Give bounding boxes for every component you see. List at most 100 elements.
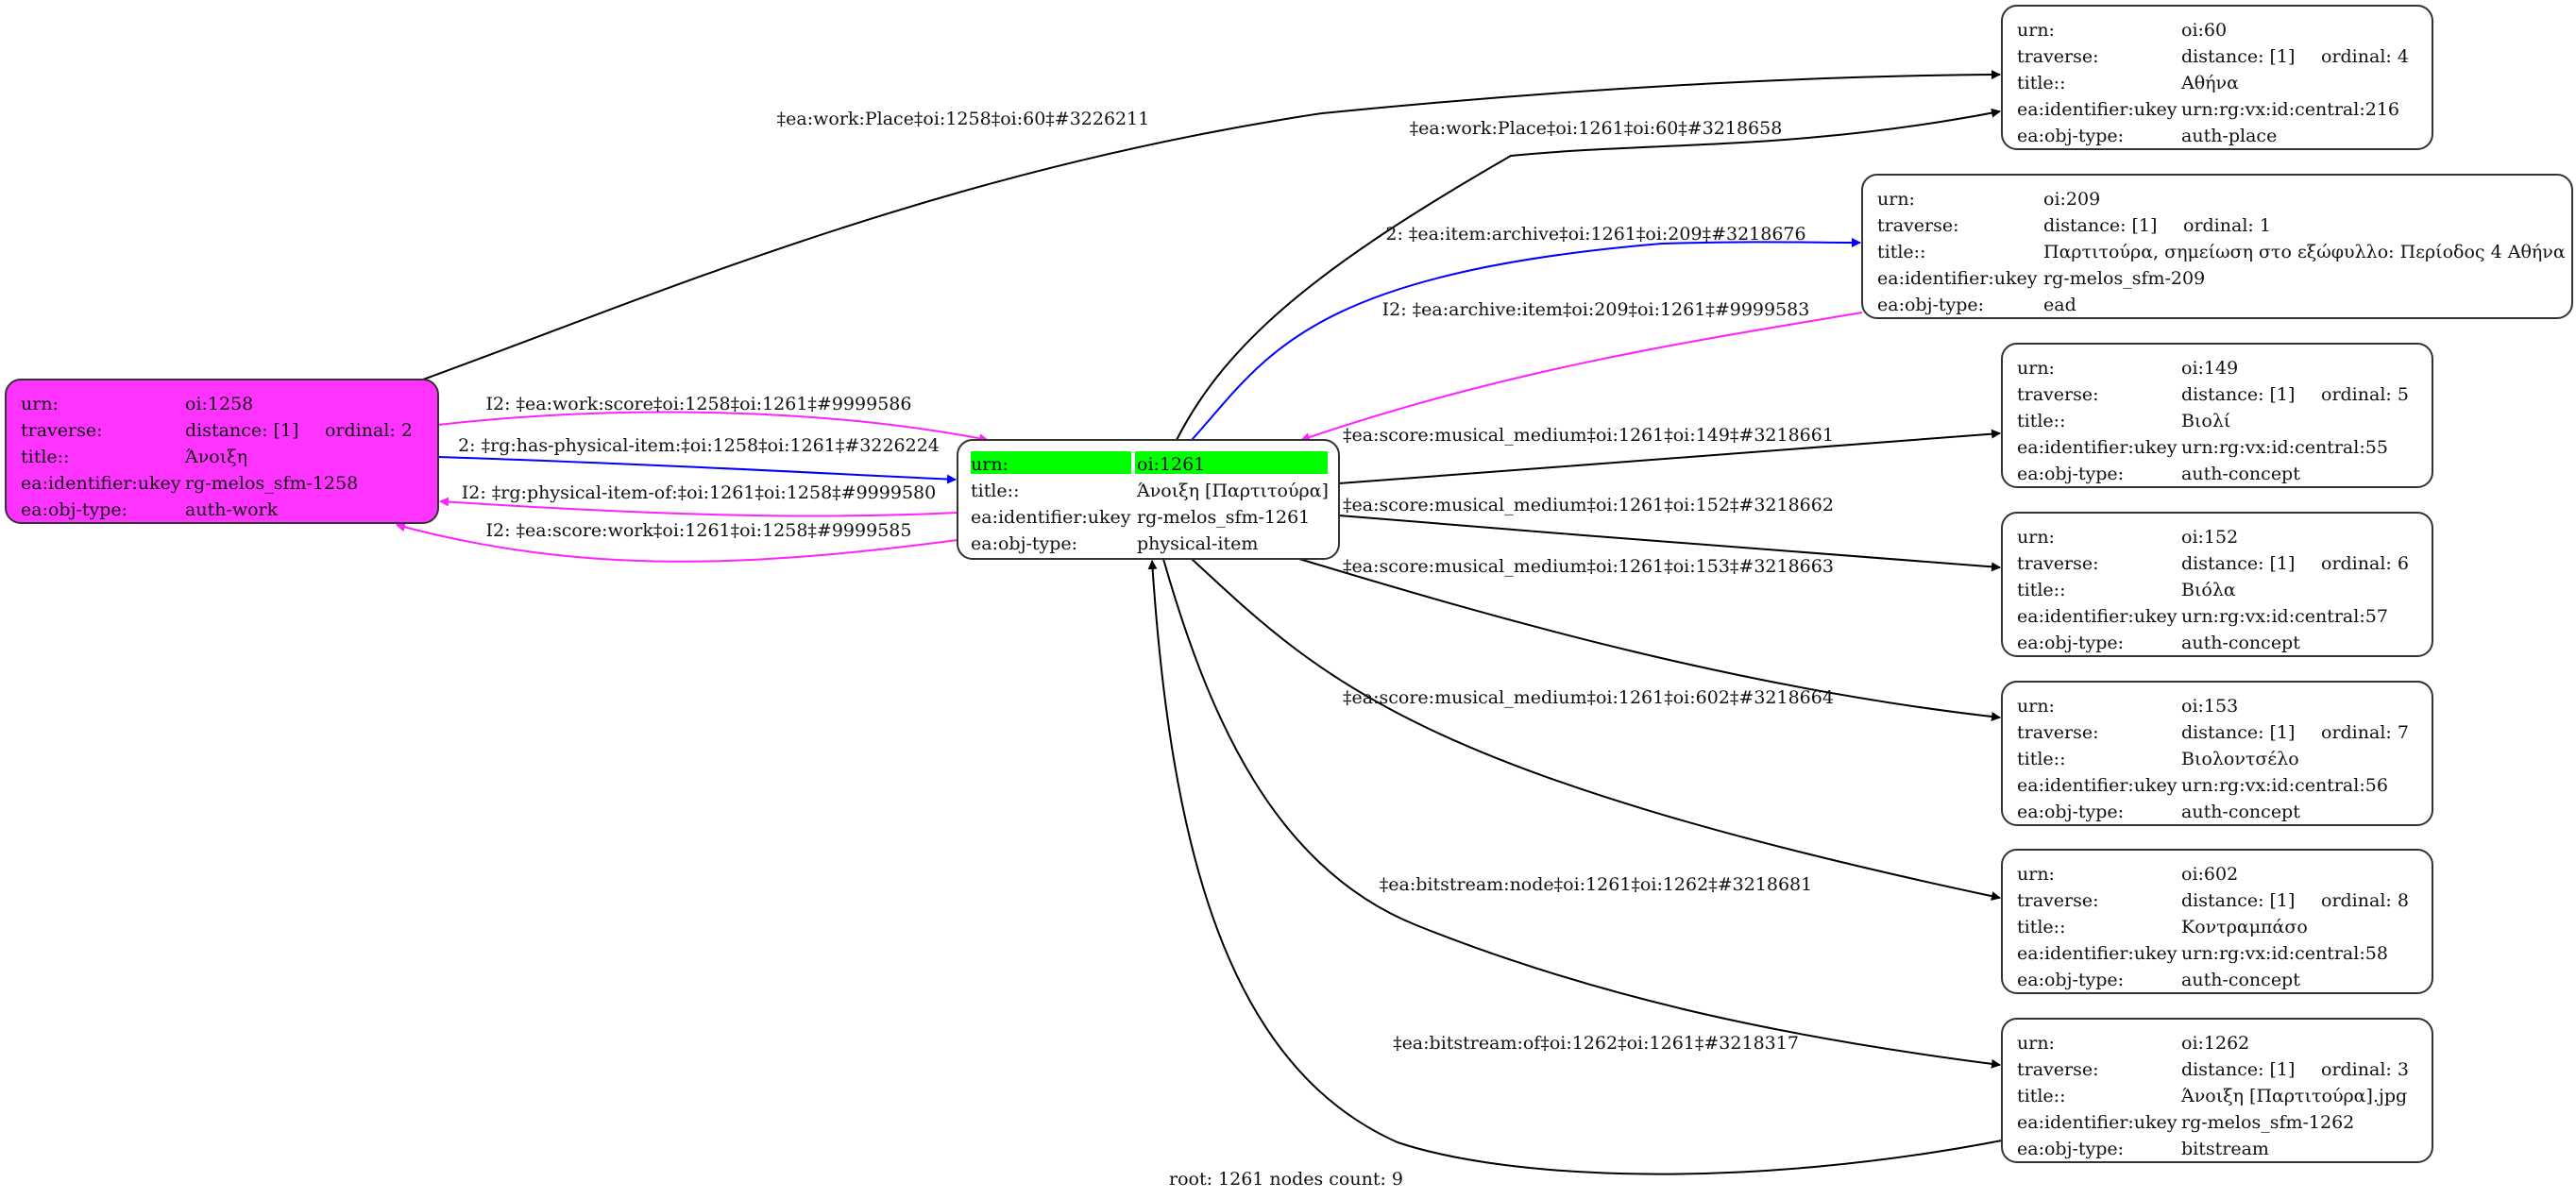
node-field-key: title:: — [2017, 411, 2065, 431]
edge-e3218663[interactable] — [1298, 558, 2001, 721]
node-field-key: ea:identifier:ukey — [2017, 943, 2178, 964]
node-field-key: urn: — [2017, 864, 2055, 885]
node-field-extra: ordinal: 8 — [2321, 890, 2409, 911]
node-field-key: title:: — [2017, 917, 2065, 937]
node-box — [1861, 174, 2573, 319]
edge-e9999583[interactable] — [1300, 312, 1863, 442]
node-field-value: Βιολοντσέλο — [2181, 749, 2299, 769]
edge-label: I2: ‡ea:score:work‡oi:1261‡oi:1258‡#9999… — [486, 520, 912, 541]
edge-e3218664[interactable] — [1191, 558, 2001, 902]
node-field-key: traverse: — [2017, 1059, 2099, 1080]
node-field-key: urn: — [2017, 358, 2055, 379]
node-field-key: traverse: — [2017, 384, 2099, 405]
node-field-key: title:: — [971, 481, 1019, 501]
root-highlight-value — [1135, 451, 1328, 474]
node-field-value: Παρτιτούρα, σημείωση στο εξώφυλλο: Περίο… — [2043, 242, 2566, 262]
node-field-value: urn:rg:vx:id:central:56 — [2181, 775, 2388, 796]
edge-label: I2: ‡ea:work:score‡oi:1258‡oi:1261‡#9999… — [486, 394, 912, 414]
node-field-value: oi:1262 — [2181, 1033, 2249, 1054]
edge-e3218658[interactable] — [1176, 108, 2001, 441]
edge-e3226211[interactable] — [422, 70, 2001, 380]
node-field-key: urn: — [2017, 527, 2055, 548]
edge-e3218681[interactable] — [1162, 558, 2001, 1069]
node-field-key: traverse: — [2017, 722, 2099, 743]
node-field-key: traverse: — [1877, 215, 1959, 236]
node-field-value: oi:60 — [2181, 20, 2227, 41]
node-field-value: rg-melos_sfm-1262 — [2181, 1112, 2354, 1133]
edge-e9999585[interactable] — [396, 522, 958, 563]
edge-label: ‡ea:bitstream:node‡oi:1261‡oi:1262‡#3218… — [1380, 874, 1812, 895]
edge-e9999586[interactable] — [437, 411, 989, 444]
node-field-value: urn:rg:vx:id:central:216 — [2181, 99, 2399, 120]
node-field-value: distance: [1] — [2181, 384, 2295, 405]
node-box — [2001, 343, 2433, 488]
edge-e3226224[interactable] — [437, 456, 957, 484]
node-field-key: urn: — [2017, 696, 2055, 717]
node-field-key: ea:identifier:ukey — [1877, 268, 2038, 289]
node-field-key: traverse: — [2017, 890, 2099, 911]
node-field-value: Άνοιξη [Παρτιτούρα].jpg — [2180, 1086, 2407, 1106]
node-field-key: urn: — [971, 454, 1008, 475]
edge-label: 2: ‡ea:item:archive‡oi:1261‡oi:209‡#3218… — [1385, 224, 1805, 245]
edge-e3218317[interactable] — [1147, 560, 2003, 1175]
node-field-value: oi:149 — [2181, 358, 2238, 379]
edge-e9999580[interactable] — [439, 497, 958, 517]
node-field-value: oi:1258 — [185, 394, 253, 414]
node-field-key: ea:obj-type: — [2017, 802, 2124, 822]
edge-label: 2: ‡rg:has-physical-item:‡oi:1258‡oi:126… — [458, 435, 940, 456]
graph-footer: root: 1261 nodes count: 9 — [1169, 1169, 1403, 1190]
node-field-value: auth-concept — [2181, 633, 2300, 653]
node-box — [2001, 512, 2433, 657]
node-field-value: urn:rg:vx:id:central:58 — [2181, 943, 2388, 964]
node-field-key: title:: — [2017, 580, 2065, 600]
node-box — [5, 379, 439, 524]
node-field-key: ea:identifier:ukey — [21, 473, 181, 494]
node-field-value: distance: [1] — [2181, 553, 2295, 574]
node-field-key: title:: — [2017, 749, 2065, 769]
node-field-key: ea:obj-type: — [2017, 1139, 2124, 1159]
node-field-value: urn:rg:vx:id:central:57 — [2181, 606, 2388, 627]
node-field-value: distance: [1] — [2043, 215, 2157, 236]
edge-e3218662[interactable] — [1338, 515, 2001, 572]
node-field-value: Βιολί — [2181, 411, 2230, 431]
node-field-value: Βιόλα — [2181, 580, 2236, 600]
edge-label: ‡ea:work:Place‡oi:1261‡oi:60‡#3218658 — [1410, 118, 1783, 139]
node-field-value: physical-item — [1137, 533, 1258, 554]
edge-label: ‡ea:score:musical_medium‡oi:1261‡oi:153‡… — [1343, 556, 1834, 577]
node-field-key: ea:identifier:ukey — [2017, 437, 2178, 458]
node-field-key: urn: — [2017, 1033, 2055, 1054]
edge-label: ‡ea:work:Place‡oi:1258‡oi:60‡#3226211 — [777, 109, 1150, 129]
node-field-key: urn: — [1877, 189, 1915, 210]
node-field-value: distance: [1] — [2181, 890, 2295, 911]
node-field-value: oi:153 — [2181, 696, 2238, 717]
node-field-extra: ordinal: 6 — [2321, 553, 2409, 574]
node-field-value: Αθήνα — [2180, 73, 2239, 93]
node-field-key: ea:identifier:ukey — [2017, 1112, 2178, 1133]
edge-e3218676[interactable] — [1191, 237, 1861, 441]
node-field-key: ea:obj-type: — [2017, 970, 2124, 990]
node-field-key: ea:obj-type: — [21, 499, 127, 520]
node-field-value: rg-melos_sfm-1261 — [1137, 507, 1310, 528]
node-field-value: distance: [1] — [2181, 46, 2295, 67]
node-box — [2001, 1018, 2433, 1163]
node-box — [2001, 5, 2433, 150]
node-field-value: rg-melos_sfm-209 — [2043, 268, 2205, 289]
edge-label: ‡ea:bitstream:of‡oi:1262‡oi:1261‡#321831… — [1393, 1033, 1799, 1054]
node-field-key: traverse: — [2017, 553, 2099, 574]
node-field-value: oi:1261 — [1137, 454, 1205, 475]
node-field-key: title:: — [2017, 73, 2065, 93]
node-field-value: oi:209 — [2043, 189, 2100, 210]
node-field-value: auth-work — [185, 499, 279, 520]
edge-e3218661[interactable] — [1338, 429, 2001, 484]
edge-label: ‡ea:score:musical_medium‡oi:1261‡oi:149‡… — [1343, 425, 1834, 446]
